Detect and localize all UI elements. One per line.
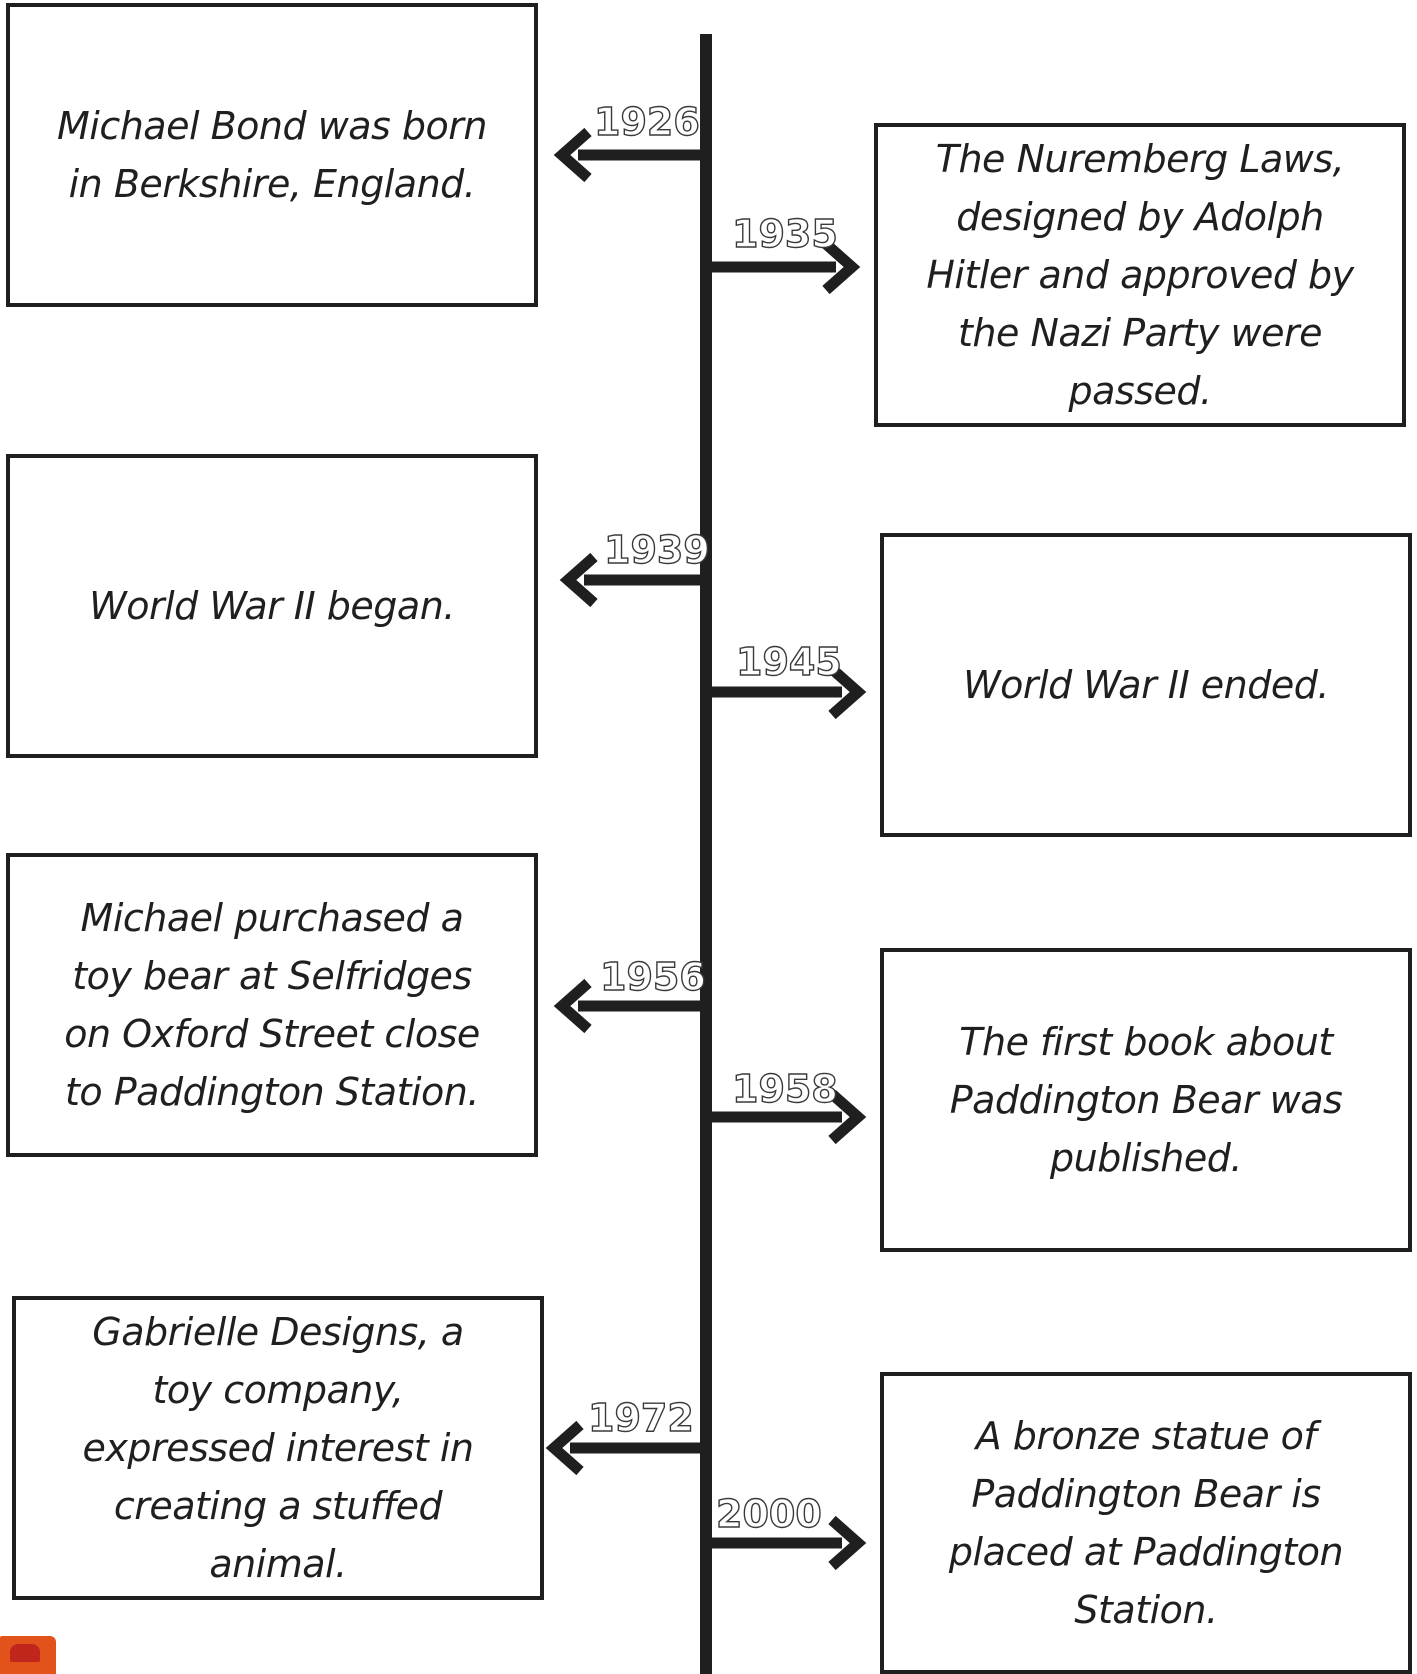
year-label-1958: 1958: [731, 1066, 838, 1111]
year-label-1972: 1972: [587, 1395, 694, 1440]
arrow-1926: [553, 127, 706, 183]
arrow-1945: [706, 664, 867, 720]
arrow-1956: [553, 978, 706, 1034]
arrow-1935: [706, 239, 861, 295]
event-text-1939: World War II began.: [89, 584, 455, 628]
event-text-1958: The first book about Paddington Bear was…: [949, 1020, 1343, 1180]
event-text-1956: Michael purchased a toy bear at Selfridg…: [64, 896, 480, 1114]
event-text-1945: World War II ended.: [963, 663, 1329, 707]
arrow-2000: [706, 1515, 867, 1571]
event-box-1935: The Nuremberg Laws, designed by Adolph H…: [874, 123, 1406, 427]
year-label-1926: 1926: [593, 99, 700, 144]
year-label-1939: 1939: [603, 527, 710, 572]
arrow-1939: [559, 552, 706, 608]
event-text-2000: A bronze statue of Paddington Bear is pl…: [948, 1414, 1344, 1632]
year-label-2000: 2000: [715, 1491, 822, 1536]
event-box-2000: A bronze statue of Paddington Bear is pl…: [880, 1372, 1412, 1674]
paddington-hat-logo-icon: [0, 1636, 56, 1674]
year-label-1935: 1935: [731, 211, 838, 256]
event-box-1939: World War II began.: [6, 454, 538, 758]
timeline-spine: [700, 34, 712, 1674]
event-box-1972: Gabrielle Designs, a toy company, expres…: [12, 1296, 544, 1600]
year-label-1956: 1956: [599, 954, 706, 999]
event-text-1972: Gabrielle Designs, a toy company, expres…: [82, 1310, 474, 1586]
event-box-1926: Michael Bond was born in Berkshire, Engl…: [6, 3, 538, 307]
event-box-1945: World War II ended.: [880, 533, 1412, 837]
arrow-1972: [545, 1420, 706, 1476]
event-box-1958: The first book about Paddington Bear was…: [880, 948, 1412, 1252]
year-label-1945: 1945: [735, 639, 842, 684]
event-text-1935: The Nuremberg Laws, designed by Adolph H…: [926, 137, 1354, 413]
event-text-1926: Michael Bond was born in Berkshire, Engl…: [56, 104, 488, 206]
event-box-1956: Michael purchased a toy bear at Selfridg…: [6, 853, 538, 1157]
arrow-1958: [706, 1089, 867, 1145]
